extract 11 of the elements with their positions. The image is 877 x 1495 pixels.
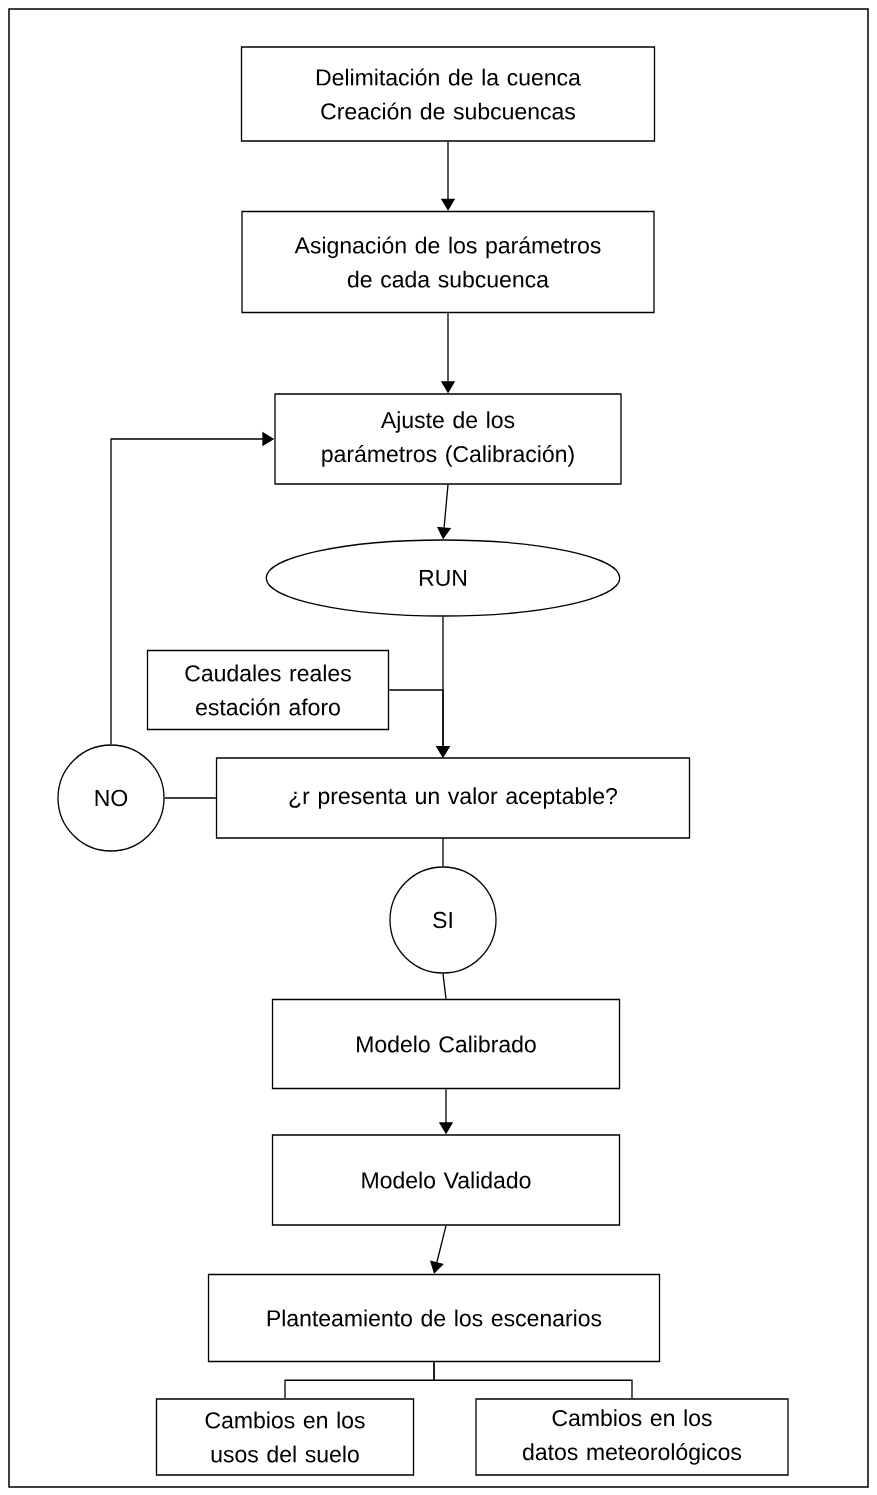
arrow <box>388 689 451 758</box>
process-box: Modelo Calibrado <box>271 998 621 1090</box>
decision-box: ¿r presenta un valor aceptable? <box>215 757 691 839</box>
process-box: Delimitación de la cuenca Creación de subcuencas <box>240 46 656 142</box>
process-box: Asignación de los parámetros de cada subcuenca <box>241 210 655 314</box>
process-box: Planteamiento de los escenarios <box>207 1273 661 1363</box>
result-box: Cambios en los usos del suelo <box>155 1398 415 1476</box>
process-box: Ajuste de los parámetros (Calibración) <box>274 393 622 485</box>
result-box: Cambios en los datos meteorológicos <box>475 1398 789 1476</box>
process-box: Modelo Validado <box>271 1134 621 1226</box>
input-box: Caudales reales estación aforo <box>146 649 390 731</box>
